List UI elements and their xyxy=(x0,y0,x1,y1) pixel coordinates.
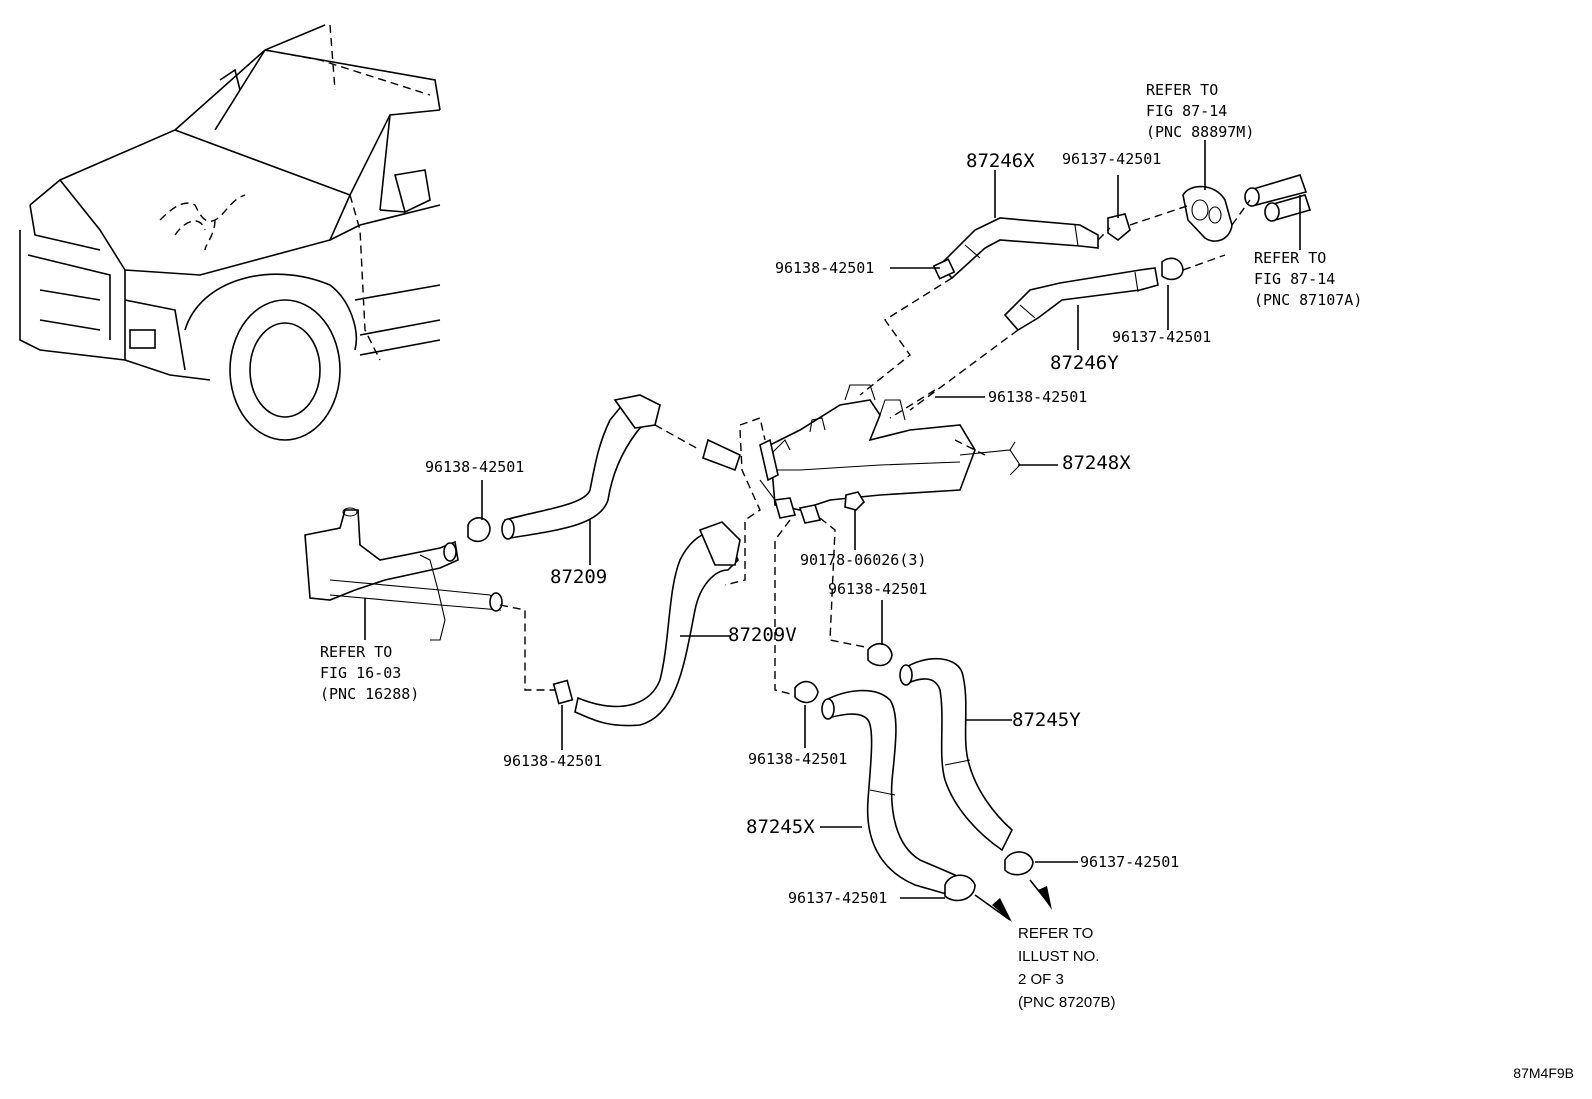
clip-label-96138-lower-left: 96138-42501 xyxy=(503,752,603,770)
clip-label-96138-left: 96138-42501 xyxy=(425,458,525,476)
clip-label-96137-top: 96137-42501 xyxy=(1062,150,1162,168)
hose-87209 xyxy=(501,394,661,540)
nut-icon xyxy=(844,491,866,511)
hose-87245X xyxy=(821,689,956,896)
clip-label-96138-mid: 96138-42501 xyxy=(988,388,1088,406)
refer-note-87107A: REFER TO FIG 87-14 (PNC 87107A) xyxy=(1254,249,1363,309)
refer-note-88897M: REFER TO FIG 87-14 (PNC 88897M) xyxy=(1146,81,1255,141)
clip-label-96138-center: 96138-42501 xyxy=(828,580,928,598)
part-label-87245Y: 87245Y xyxy=(1012,709,1081,731)
clip-label-96137-bottom-right: 96137-42501 xyxy=(1080,853,1180,871)
nut-label-90178: 90178-06026(3) xyxy=(800,551,927,569)
arrow-icon xyxy=(974,879,1052,922)
clip-icon xyxy=(552,679,574,705)
refer-note-16288: REFER TO FIG 16-03 (PNC 16288) xyxy=(320,643,420,703)
part-label-87209V: 87209V xyxy=(728,624,797,646)
clip-label-96138-lower-center: 96138-42501 xyxy=(748,750,848,768)
clip-label-96137-right: 96137-42501 xyxy=(1112,328,1212,346)
clip-icon xyxy=(467,517,491,543)
part-label-87245X: 87245X xyxy=(746,816,815,838)
leader-lines xyxy=(364,140,1301,899)
vehicle-illustration xyxy=(19,24,441,441)
clip-label-96137-bottom-left: 96137-42501 xyxy=(788,889,888,907)
hose-87246X xyxy=(938,217,1099,280)
clip-label-96138-upper: 96138-42501 xyxy=(775,259,875,277)
part-label-87248X: 87248X xyxy=(1062,452,1131,474)
refer-note-87207B: REFER TO ILLUST NO. 2 OF 3 (PNC 87207B) xyxy=(1018,925,1116,1011)
part-label-87209: 87209 xyxy=(550,566,608,588)
bracket-pipe-assembly xyxy=(304,507,503,641)
hose-87209V xyxy=(574,521,741,727)
grommet-icon xyxy=(1182,185,1233,242)
clip-icon xyxy=(794,642,1034,902)
figure-code: 87M4F9B xyxy=(1513,1065,1574,1081)
part-label-87246X: 87246X xyxy=(966,150,1035,172)
hose-87245Y xyxy=(899,657,1013,852)
part-label-87246Y: 87246Y xyxy=(1050,352,1119,374)
hose-87246Y xyxy=(1003,267,1159,332)
pipe-assembly xyxy=(702,384,1021,524)
